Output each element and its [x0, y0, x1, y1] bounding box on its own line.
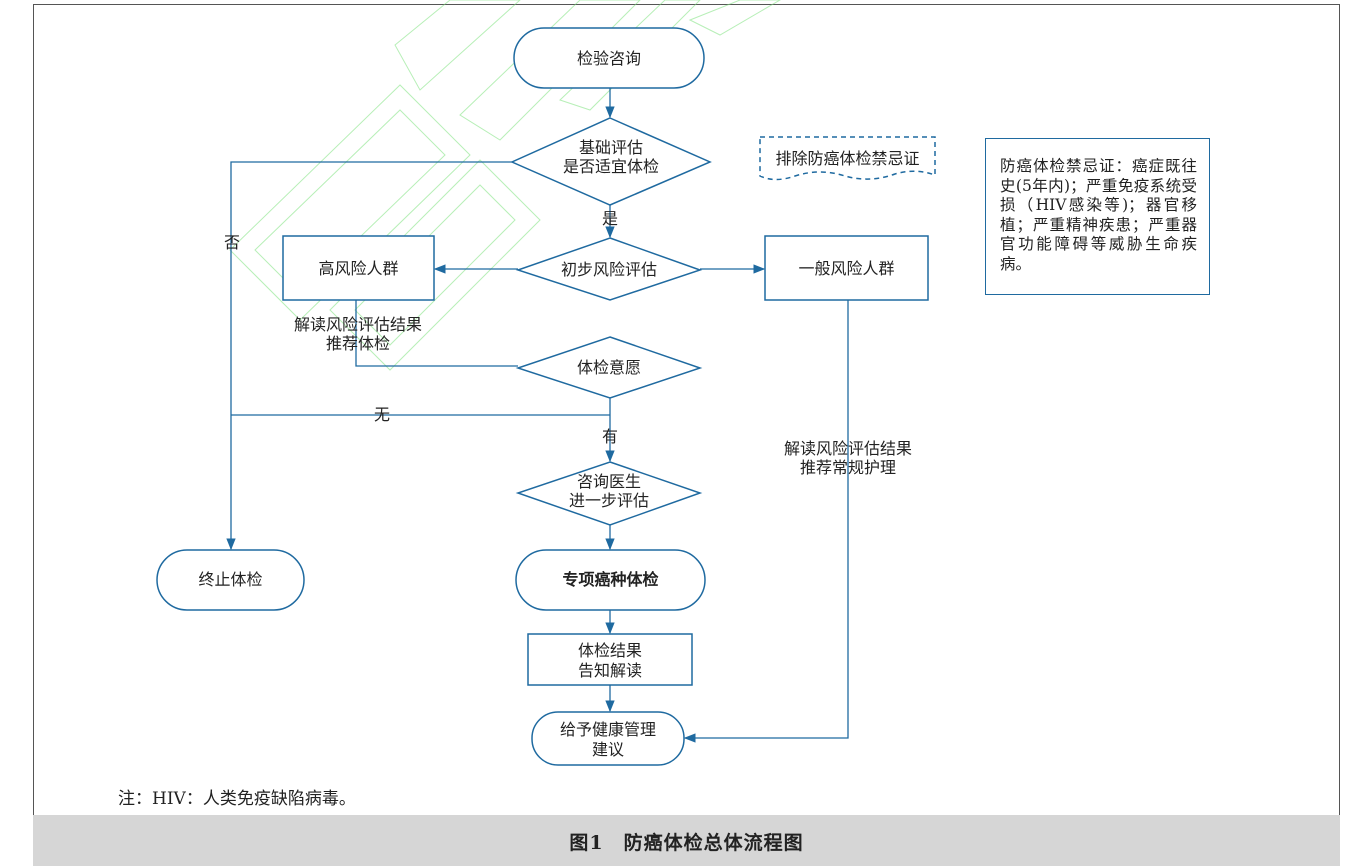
- prelim-risk-diamond: [515, 237, 703, 301]
- stop-label: 终止体检: [198, 570, 263, 589]
- general-risk-note-line1: 解读风险评估结果: [783, 439, 912, 458]
- figure-caption: 图1 防癌体检总体流程图: [569, 832, 804, 854]
- consult-label-line2: 进一步评估: [568, 491, 649, 510]
- advice-label-line2: 建议: [591, 740, 624, 759]
- advice-label-line1: 给予健康管理: [559, 720, 656, 739]
- general-risk-label: 一般风险人群: [798, 259, 895, 278]
- edge-have-label: 有: [601, 427, 618, 446]
- edge-none-label: 无: [373, 405, 390, 424]
- edge-no-label: 否: [223, 233, 240, 252]
- basic-eval-label-line1: 基础评估: [578, 138, 643, 157]
- caption-bar: 图1 防癌体检总体流程图: [33, 815, 1340, 866]
- high-risk-label: 高风险人群: [318, 259, 399, 278]
- contraindication-note-box: 防癌体检禁忌证：癌症既往史(5年内)；严重免疫系统受损（HIV感染等)；器官移植…: [985, 138, 1210, 295]
- figure-frame: [33, 4, 1340, 866]
- high-risk-note-line1: 解读风险评估结果: [293, 315, 422, 334]
- result-label-line2: 告知解读: [577, 661, 642, 680]
- footnote: 注：HIV：人类免疫缺陷病毒。: [118, 789, 356, 809]
- exclude-document-shape: [759, 136, 936, 181]
- consult-label-line1: 咨询医生: [576, 472, 641, 491]
- flow-connectors: [226, 88, 849, 743]
- prelim-risk-label: 初步风险评估: [560, 260, 657, 279]
- general-risk-note-line2: 推荐常规护理: [799, 458, 896, 477]
- result-box: [527, 633, 693, 686]
- high-risk-note-line2: 推荐体检: [325, 334, 390, 353]
- edge-yes-label: 是: [601, 209, 618, 228]
- start-label: 检验咨询: [576, 49, 641, 68]
- result-label-line1: 体检结果: [577, 641, 642, 660]
- high-risk-box: [282, 235, 435, 301]
- start-terminal: [513, 27, 705, 89]
- willingness-label: 体检意愿: [576, 358, 641, 377]
- flow-shapes: [156, 27, 936, 766]
- special-label: 专项癌种体检: [562, 570, 659, 589]
- watermark: [229, 0, 781, 371]
- basic-eval-label-line2: 是否适宜体检: [562, 157, 659, 176]
- exclude-label: 排除防癌体检禁忌证: [775, 149, 920, 168]
